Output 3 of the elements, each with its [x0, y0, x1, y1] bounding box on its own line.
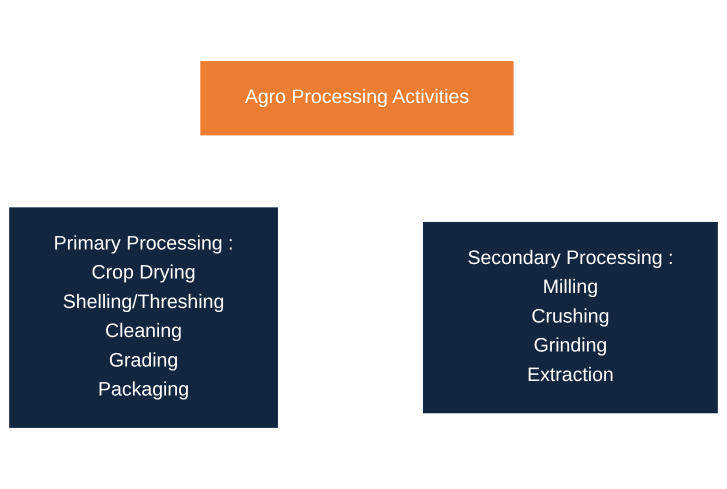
node-box: Agro Processing Activities: [200, 61, 514, 136]
node-box: Primary Processing : Crop Drying Shelling/Threshing Cleaning Grading Packaging: [9, 207, 278, 428]
node-box: Secondary Processing : Milling Crushing Grinding Extraction: [422, 222, 718, 414]
